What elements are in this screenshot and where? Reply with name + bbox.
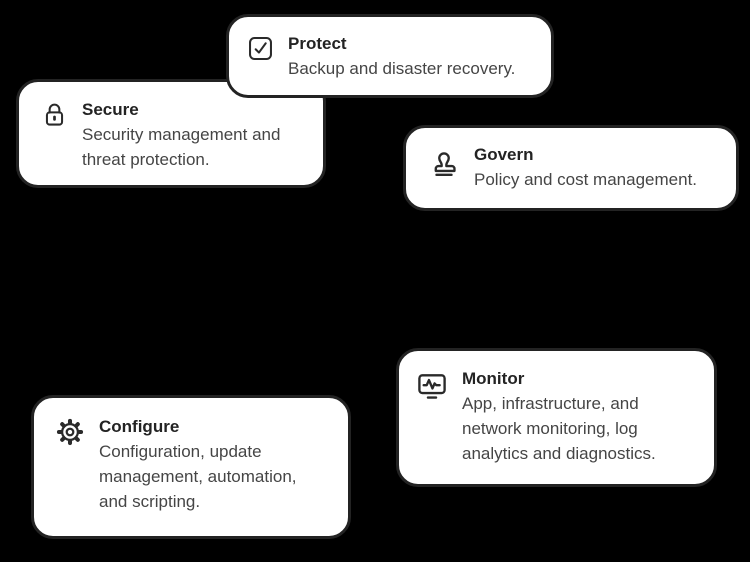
card-configure-title: Configure	[99, 417, 180, 436]
card-monitor-title: Monitor	[462, 369, 525, 388]
card-monitor-description: App, infrastructure, and network monitor…	[462, 394, 656, 463]
stamp-icon	[426, 143, 462, 184]
card-secure-description: Security management and threat protectio…	[82, 125, 281, 169]
card-govern: Govern Policy and cost management.	[403, 125, 739, 211]
card-protect-description: Backup and disaster recovery.	[288, 59, 516, 78]
checkbox-check-icon	[245, 33, 276, 69]
lock-icon	[39, 99, 70, 135]
card-secure-title: Secure	[82, 100, 139, 119]
card-protect: Protect Backup and disaster recovery.	[226, 14, 554, 98]
card-monitor: Monitor App, infrastructure, and network…	[396, 348, 717, 487]
card-configure: Configure Configuration, update manageme…	[31, 395, 351, 539]
card-protect-title: Protect	[288, 34, 347, 53]
card-govern-description: Policy and cost management.	[474, 170, 698, 189]
gear-icon	[53, 415, 87, 454]
monitor-pulse-icon	[414, 368, 450, 409]
card-configure-description: Configuration, update management, automa…	[99, 442, 297, 511]
card-govern-title: Govern	[474, 145, 534, 164]
